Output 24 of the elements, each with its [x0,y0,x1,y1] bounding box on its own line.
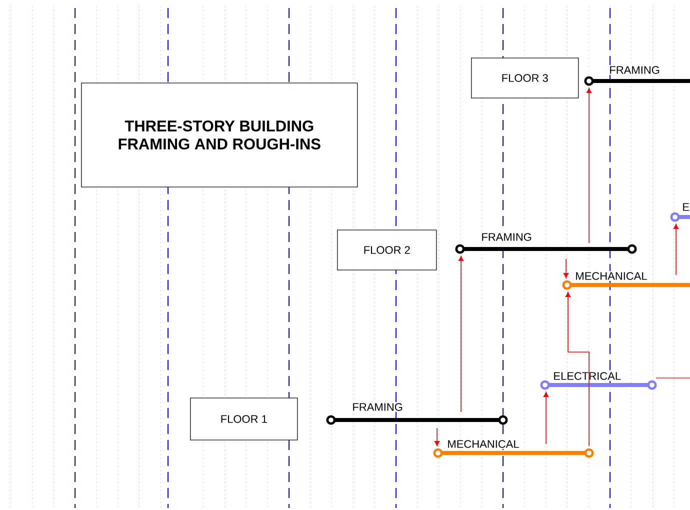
bar-label: E [681,202,690,212]
floor-box: FLOOR 2 [337,230,437,270]
bar-label: FRAMING [480,232,533,242]
dependency-arrow [543,392,549,444]
dependency-arrow [563,258,569,278]
floor-box: FLOOR 3 [471,58,579,98]
bar-label: MECHANICAL [446,439,520,449]
dependency-arrow [458,256,464,412]
activity-bar [455,244,637,254]
bar-label: FRAMING [351,402,404,412]
dependency-arrow [586,88,592,244]
dependency-arrow [673,224,679,276]
activity-bar [326,415,508,425]
floor-box: FLOOR 1 [190,398,298,440]
activity-bar [540,380,657,390]
activity-bar [584,76,690,86]
activity-bar [433,448,594,458]
bar-label: FRAMING [608,65,661,75]
activity-bar [562,280,690,290]
activity-bar [670,212,690,222]
title-box: THREE-STORY BUILDING FRAMING AND ROUGH-INS [81,82,358,188]
dependency-arrow [565,292,590,446]
dependency-arrow [434,428,440,446]
bar-label: MECHANICAL [574,271,648,281]
